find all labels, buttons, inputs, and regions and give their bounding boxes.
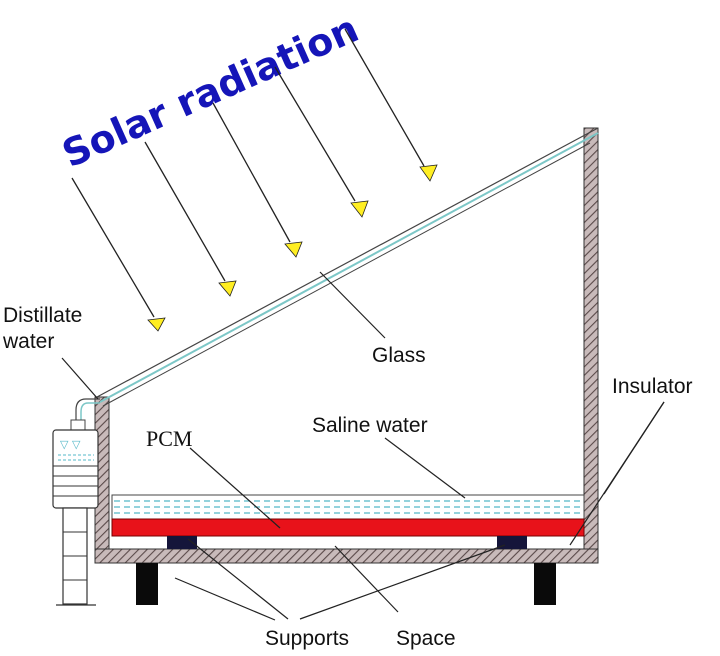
inner-support-left bbox=[167, 536, 197, 549]
right-wall bbox=[583, 127, 599, 561]
leader-lines bbox=[61, 271, 665, 621]
diagram-title: Solar radiation bbox=[56, 6, 365, 176]
inner-support-right bbox=[497, 536, 527, 549]
glass-cover bbox=[96, 127, 599, 407]
label-saline-water: Saline water bbox=[312, 414, 428, 437]
solar-ray-3 bbox=[212, 102, 303, 258]
solar-ray-5 bbox=[344, 28, 438, 182]
label-pcm: PCM bbox=[146, 426, 192, 451]
support-leg-right bbox=[534, 563, 556, 605]
ray-arrowhead bbox=[419, 164, 438, 182]
label-supports: Supports bbox=[265, 627, 349, 650]
label-distillate-line1: Distillate bbox=[3, 304, 82, 327]
svg-text:▽ ▽: ▽ ▽ bbox=[60, 438, 81, 451]
label-insulator: Insulator bbox=[612, 375, 693, 398]
solar-ray-2 bbox=[144, 141, 237, 297]
ray-arrowhead bbox=[350, 200, 369, 218]
support-leg-left bbox=[136, 563, 158, 605]
bottom-wall bbox=[94, 548, 599, 564]
insulated-casing bbox=[94, 127, 599, 564]
pcm-layer bbox=[111, 518, 585, 537]
saline-water-layer bbox=[111, 494, 585, 520]
distillate-collector: ▽ ▽ bbox=[52, 398, 100, 606]
label-glass: Glass bbox=[372, 344, 426, 367]
ray-arrowhead bbox=[147, 317, 166, 332]
solar-ray-4 bbox=[274, 66, 369, 218]
label-distillate-line2: water bbox=[2, 330, 54, 353]
ray-arrowhead bbox=[218, 280, 237, 297]
ray-arrowhead bbox=[284, 241, 303, 258]
solar-rays bbox=[71, 28, 438, 332]
label-space: Space bbox=[396, 627, 456, 650]
solar-ray-1 bbox=[71, 177, 166, 332]
